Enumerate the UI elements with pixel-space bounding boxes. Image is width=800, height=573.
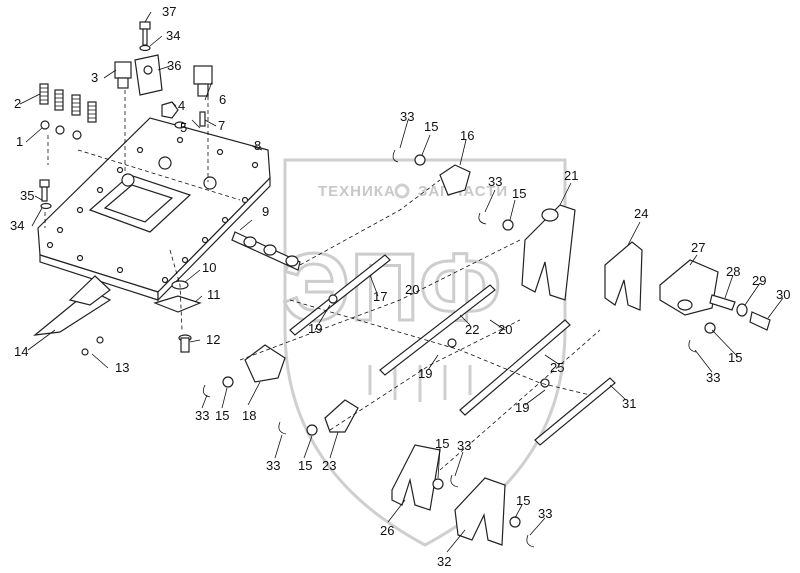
callout-8: 8 <box>254 138 261 153</box>
nut-washer <box>161 101 206 129</box>
callout-34-top: 34 <box>166 28 180 43</box>
callout-23: 23 <box>322 458 336 473</box>
callout-18: 18 <box>242 408 256 423</box>
watermark-text-right: ЗАПЧАСТИ <box>418 183 508 200</box>
bracket <box>134 54 163 96</box>
switch-left <box>114 61 132 89</box>
callout-1: 1 <box>16 134 23 149</box>
callout-17: 17 <box>373 289 387 304</box>
detent-balls <box>40 120 82 140</box>
cover-bolt-left <box>39 179 52 210</box>
interlock-18 <box>244 344 286 383</box>
callout-15-g: 15 <box>516 493 530 508</box>
watermark: ТЕХНИКА ЗАПЧАСТИ ЭПФ <box>281 158 567 547</box>
callout-4: 4 <box>178 98 185 113</box>
callout-29: 29 <box>752 273 766 288</box>
callout-20-b: 20 <box>498 322 512 337</box>
watermark-logo: ЭПФ <box>282 234 501 341</box>
callout-32: 32 <box>437 554 451 569</box>
callout-36: 36 <box>167 58 181 73</box>
callout-33-g: 33 <box>538 506 552 521</box>
callout-9: 9 <box>262 204 269 219</box>
callout-34-left: 34 <box>10 218 24 233</box>
callout-21: 21 <box>564 168 578 183</box>
callout-15-a: 15 <box>424 119 438 134</box>
callout-11: 11 <box>207 287 221 302</box>
detent-balls-shaft <box>328 294 550 388</box>
cover-bolt-holes <box>46 136 259 284</box>
fork-24 <box>604 241 643 311</box>
callout-22: 22 <box>465 322 479 337</box>
shift-rod <box>231 231 301 271</box>
watermark-text-left: ТЕХНИКА <box>318 183 396 200</box>
callout-33-f: 33 <box>457 438 471 453</box>
callout-24: 24 <box>634 206 648 221</box>
callout-19-c: 19 <box>515 400 529 415</box>
callout-33-b: 33 <box>488 174 502 189</box>
callout-5: 5 <box>180 120 187 135</box>
assembly-lines <box>44 90 601 471</box>
callout-12: 12 <box>206 332 220 347</box>
callout-33-a: 33 <box>400 109 414 124</box>
callout-31: 31 <box>622 396 636 411</box>
callout-3: 3 <box>91 70 98 85</box>
callout-15-d: 15 <box>215 408 229 423</box>
top-bolt <box>139 21 151 52</box>
callout-33-e: 33 <box>266 458 280 473</box>
callout-26: 26 <box>380 523 394 538</box>
callout-16: 16 <box>460 128 474 143</box>
lever-parts <box>153 280 202 353</box>
callout-7: 7 <box>218 118 225 133</box>
callout-19-a: 19 <box>308 321 322 336</box>
lock-block <box>659 259 771 331</box>
callout-14: 14 <box>14 344 28 359</box>
callout-15-e: 15 <box>298 458 312 473</box>
fork-32 <box>454 477 506 546</box>
callout-labels: 37 34 3 36 2 1 4 5 6 7 8 9 10 11 12 13 1… <box>10 4 790 569</box>
shift-shafts <box>289 254 616 446</box>
interlock-23 <box>324 399 359 433</box>
callout-10: 10 <box>202 260 216 275</box>
callout-25: 25 <box>550 360 564 375</box>
callout-15-f: 15 <box>435 436 449 451</box>
fork-26 <box>391 444 441 511</box>
leader-lines <box>19 11 784 553</box>
callout-35: 35 <box>20 188 34 203</box>
switch-right <box>193 65 213 97</box>
fork-21 <box>521 204 576 301</box>
callout-15-c: 15 <box>728 350 742 365</box>
retaining-clips <box>202 149 697 548</box>
callout-37: 37 <box>162 4 176 19</box>
callout-15-b: 15 <box>512 186 526 201</box>
callout-28: 28 <box>726 264 740 279</box>
interlock-16 <box>439 164 471 196</box>
watermark-wheat-icon <box>368 365 472 402</box>
watermark-gear-icon <box>394 183 410 199</box>
cover-plate <box>37 117 271 302</box>
callout-2: 2 <box>14 96 21 111</box>
callout-33-d: 33 <box>195 408 209 423</box>
callout-30: 30 <box>776 287 790 302</box>
callout-33-c: 33 <box>706 370 720 385</box>
callout-19-b: 19 <box>418 366 432 381</box>
callout-13: 13 <box>115 360 129 375</box>
callout-27: 27 <box>691 240 705 255</box>
detent-springs <box>39 83 97 123</box>
callout-20-a: 20 <box>405 282 419 297</box>
callout-6: 6 <box>219 92 226 107</box>
lever-bracket <box>33 275 112 356</box>
watermark-shield <box>283 158 567 547</box>
